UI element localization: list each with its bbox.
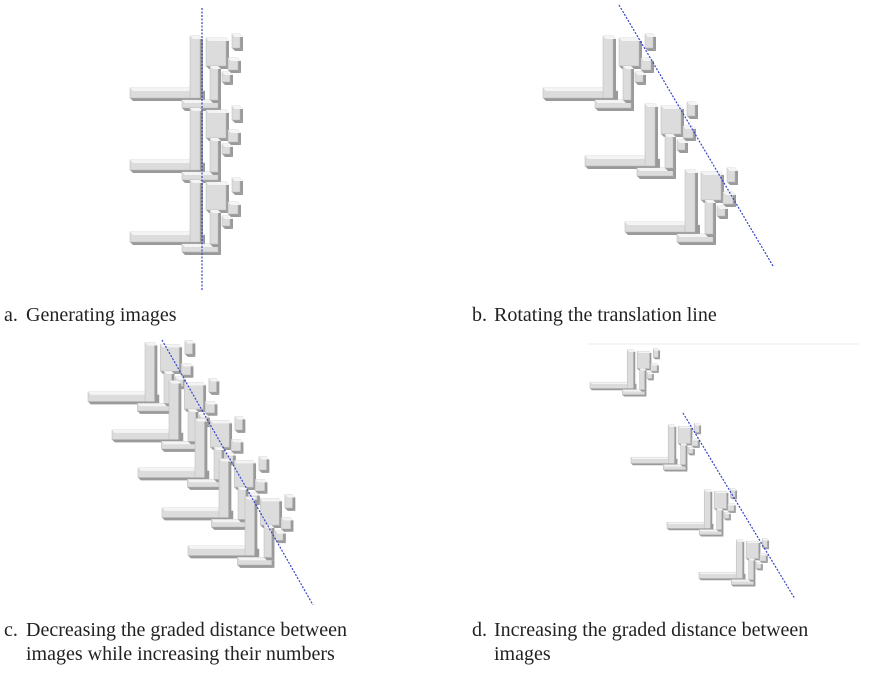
- calligraphy-motif: [630, 423, 702, 472]
- panel-a-motifs: [129, 33, 243, 255]
- panel-c-diagram: [87, 339, 314, 606]
- caption-letter: b.: [472, 304, 487, 326]
- calligraphy-motif: [187, 494, 296, 568]
- panel-a: [0, 0, 440, 300]
- caption-d: d. Increasing the graded distance between…: [472, 618, 808, 666]
- caption-letter: d.: [472, 619, 487, 641]
- panel-c: [0, 335, 440, 610]
- panel-d: [445, 335, 889, 610]
- calligraphy-motif: [137, 416, 246, 490]
- translation-line: [682, 412, 796, 600]
- caption-letter: c.: [4, 619, 18, 641]
- panel-d-diagram: [588, 343, 859, 600]
- translation-line: [161, 339, 314, 606]
- panel-d-motifs: [589, 348, 770, 587]
- calligraphy-motif: [624, 167, 738, 245]
- calligraphy-motif: [589, 348, 661, 397]
- calligraphy-motif: [129, 33, 243, 111]
- calligraphy-motif: [584, 101, 698, 179]
- translation-line: [618, 4, 774, 267]
- caption-text: Rotating the translation line: [494, 304, 717, 326]
- panel-a-diagram: [129, 8, 243, 290]
- caption-text: Increasing the graded distance between: [494, 619, 809, 641]
- caption-a: a. Generating images: [4, 303, 177, 327]
- caption-c: c. Decreasing the graded distance between…: [4, 618, 347, 666]
- calligraphy-motif: [129, 177, 243, 255]
- caption-letter: a.: [4, 304, 18, 326]
- caption-text-line2: images: [494, 643, 551, 665]
- panel-b-diagram: [542, 4, 774, 267]
- calligraphy-motif: [542, 33, 656, 111]
- panel-b-motifs: [542, 33, 738, 245]
- caption-b: b. Rotating the translation line: [472, 303, 717, 327]
- calligraphy-motif: [161, 456, 270, 530]
- calligraphy-motif: [698, 538, 770, 587]
- calligraphy-motif: [666, 488, 738, 537]
- caption-text: Generating images: [26, 304, 177, 326]
- calligraphy-motif: [129, 105, 243, 183]
- panel-c-motifs: [87, 340, 296, 568]
- caption-text-line2: images while increasing their numbers: [26, 643, 335, 665]
- caption-text: Decreasing the graded distance between: [26, 619, 347, 641]
- panel-b: [445, 0, 889, 300]
